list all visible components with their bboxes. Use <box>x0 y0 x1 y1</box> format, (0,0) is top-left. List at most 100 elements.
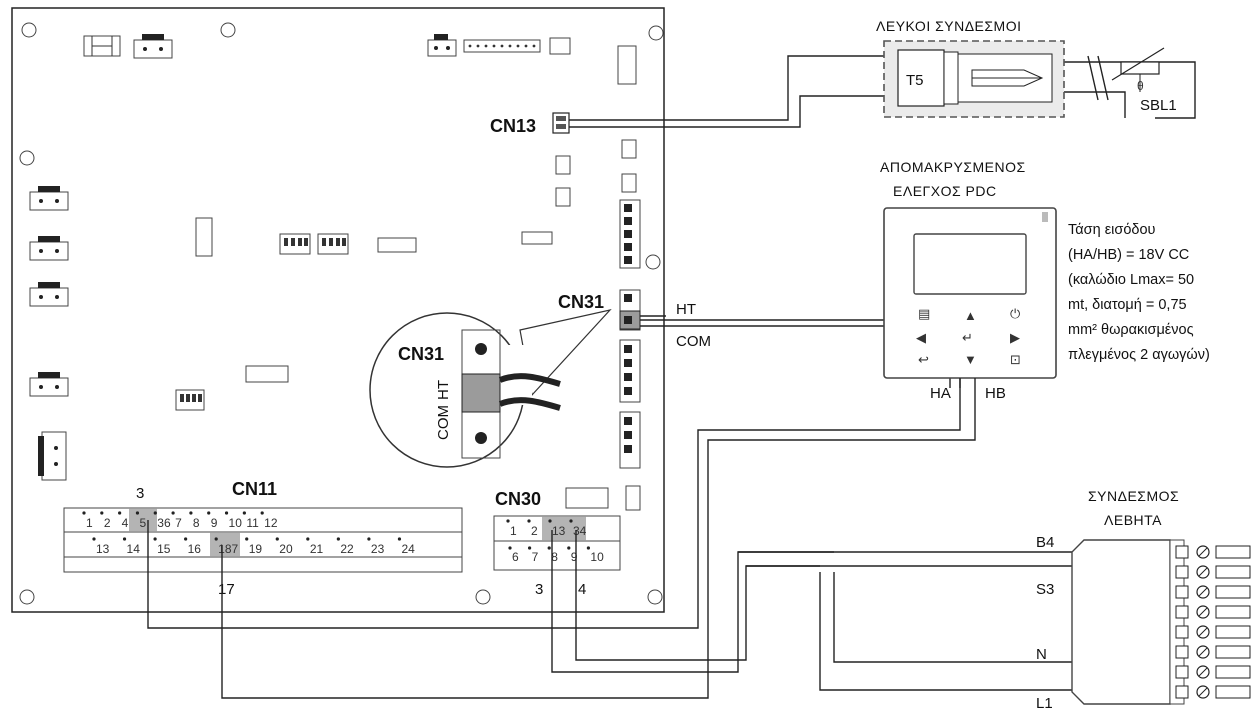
boiler-terminal-clamp <box>1175 605 1189 619</box>
svg-text:θ: θ <box>1137 79 1144 93</box>
terminal-pin-number: 15 <box>157 542 171 556</box>
terminal-screw <box>100 511 104 515</box>
note-line-2: (HA/HB) = 18V CC <box>1068 247 1189 263</box>
cn11-marker-3: 3 <box>136 485 144 502</box>
white-connectors-title: ΛΕΥΚΟΙ ΣΥΝΔΕΣΜΟΙ <box>876 18 1022 34</box>
cn31-zoom-callout: CN31 HT COM <box>369 309 612 468</box>
terminal-pin-number: 7 <box>532 550 539 564</box>
cn13-connector <box>552 112 570 134</box>
boiler-n-label: N <box>1036 646 1047 663</box>
terminal-screw <box>245 537 249 541</box>
dip-switch-3 <box>175 389 205 411</box>
boiler-terminal-clamp <box>1175 685 1189 699</box>
note-line-1: Τάση εισόδου <box>1068 222 1156 238</box>
small-connector <box>549 37 571 55</box>
wire-cn13-t5-a <box>569 55 900 121</box>
boiler-b4-label: B4 <box>1036 534 1054 551</box>
terminal-pin-number: 8 <box>551 550 558 564</box>
wire-hb <box>221 388 976 699</box>
terminal-screw <box>367 537 371 541</box>
boiler-terminal-slot <box>1215 625 1251 639</box>
terminal-screw <box>547 546 551 550</box>
terminal-screw <box>569 519 573 523</box>
wire-cn13-t5-b <box>569 95 900 128</box>
terminal-screw <box>214 537 218 541</box>
boiler-terminal-clamp <box>1175 565 1189 579</box>
terminal-screw <box>548 519 552 523</box>
terminal-screw <box>153 537 157 541</box>
remote-screen <box>913 233 1027 295</box>
terminal-pin-number: 13 <box>552 524 566 538</box>
vertical-header <box>617 45 637 85</box>
remote-hb-label: HB <box>985 385 1006 402</box>
terminal-screw <box>118 511 122 515</box>
terminal-pin-number: 5 <box>139 516 146 530</box>
boiler-terminal-slot <box>1215 605 1251 619</box>
terminal-pin-number: 19 <box>249 542 263 556</box>
terminal-pin-number: 187 <box>218 542 238 556</box>
terminal-pin-number: 12 <box>264 516 278 530</box>
header-connector <box>377 237 417 253</box>
terminal-pin-number: 36 <box>157 516 171 530</box>
terminal-pin-number: 20 <box>279 542 293 556</box>
cn31-connector <box>619 289 641 331</box>
boiler-terminal-clamp <box>1175 625 1189 639</box>
boiler-l1-label: L1 <box>1036 695 1053 712</box>
terminal-pin-number: 16 <box>188 542 202 556</box>
terminal-screw <box>527 519 531 523</box>
note-line-6: πλεγμένος 2 αγωγών) <box>1068 347 1210 363</box>
left-connector-3 <box>29 282 69 307</box>
lock-icon: ⊡ <box>1010 352 1021 367</box>
fuse-connector <box>83 35 121 57</box>
small-connector <box>625 485 641 511</box>
remote-title-line2: ΕΛΕΓΧΟΣ PDC <box>893 183 997 199</box>
terminal-pin-number: 8 <box>193 516 200 530</box>
sbl1-sensor: θ <box>1111 47 1165 93</box>
power-connector <box>133 34 173 59</box>
terminal-pin-number: 9 <box>571 550 578 564</box>
mounting-hole <box>19 150 35 166</box>
t5-label: T5 <box>906 72 924 89</box>
mounting-hole <box>648 25 664 41</box>
terminal-pin-number: 1 <box>86 516 93 530</box>
terminal-pin-number: 14 <box>127 542 141 556</box>
terminal-screw <box>567 546 571 550</box>
top-connector-2pin <box>427 34 457 57</box>
terminal-screw <box>122 537 127 541</box>
mounting-hole <box>475 589 491 605</box>
terminal-screw <box>82 511 86 515</box>
small-connector <box>621 139 637 159</box>
remote-control: ΑΠΟΜΑΚΡΥΣΜΕΝΟΣ ΕΛΕΓΧΟΣ PDC ▤ ▲ ⏻ ◀ ↵ ▶ ↩… <box>880 159 1057 402</box>
remote-ha-label: HA <box>930 385 951 402</box>
boiler-terminal-clamp <box>1175 645 1189 659</box>
mounting-hole <box>647 589 663 605</box>
mounting-hole <box>21 22 37 38</box>
terminal-screw <box>224 511 229 515</box>
dip-switch-2 <box>317 233 349 255</box>
mounting-hole <box>645 254 661 270</box>
right-arrow-icon: ▶ <box>1010 330 1020 345</box>
terminal-screw <box>260 511 264 515</box>
boiler-terminals <box>1175 545 1251 699</box>
boiler-terminal-clamp <box>1175 585 1189 599</box>
header-connector <box>245 365 289 383</box>
terminal-screw <box>275 537 279 541</box>
terminal-screw <box>184 537 188 541</box>
small-connector <box>555 155 571 175</box>
boiler-terminal-slot <box>1215 545 1251 559</box>
mounting-hole <box>19 589 35 605</box>
cn31-label: CN31 <box>558 292 604 312</box>
boiler-s3-label: S3 <box>1036 581 1054 598</box>
wire-cn30-3-b4 <box>551 530 1175 673</box>
terminal-pin-number: 13 <box>96 542 110 556</box>
component <box>195 217 213 257</box>
boiler-terminal-slot <box>1215 565 1251 579</box>
boiler-terminal-slot <box>1215 645 1251 659</box>
terminal-pin-number: 10 <box>590 550 604 564</box>
terminal-block-upper <box>619 199 641 269</box>
note-line-4: mt, διατομή = 0,75 <box>1068 297 1187 313</box>
